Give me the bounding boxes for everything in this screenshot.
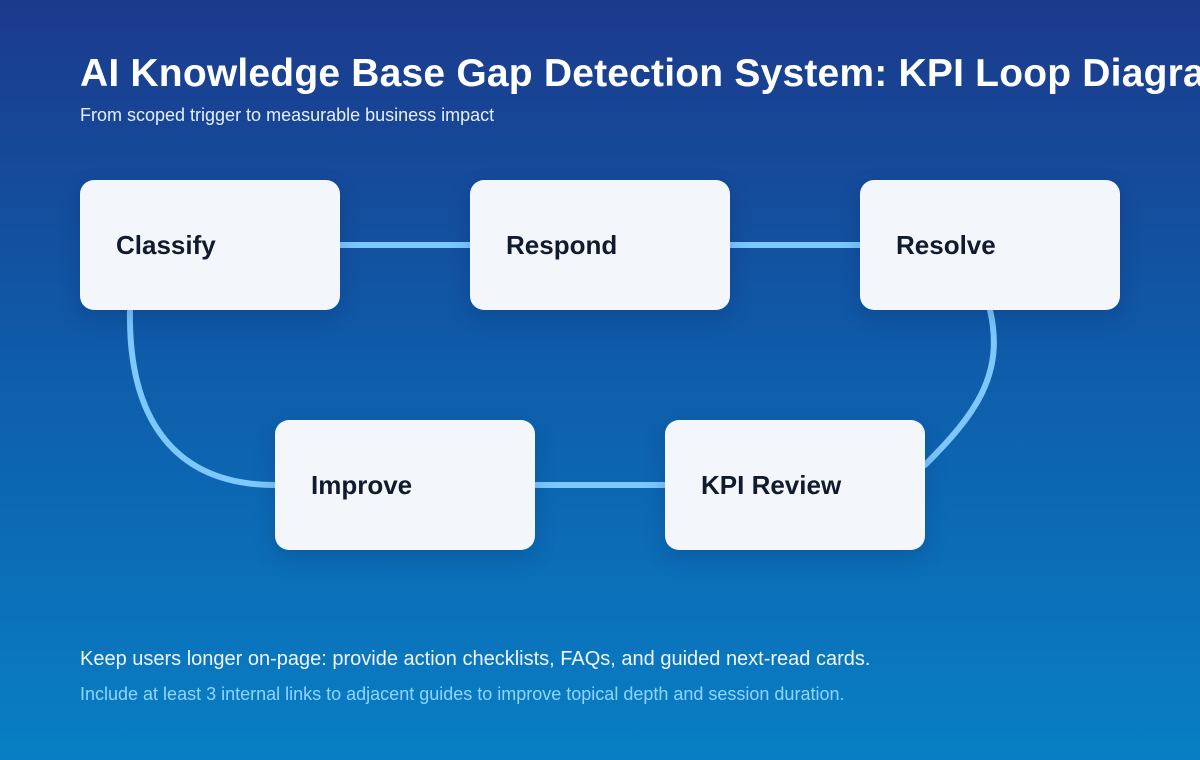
node-classify-label: Classify [116, 229, 216, 260]
node-resolve: Resolve [860, 180, 1120, 310]
connector-improve-classify [126, 307, 278, 488]
node-respond: Respond [470, 180, 730, 310]
node-resolve-label: Resolve [896, 229, 996, 260]
node-improve-label: Improve [311, 469, 413, 500]
page-title: AI Knowledge Base Gap Detection System: … [80, 52, 1200, 95]
connector-resolve-kpi-review [922, 307, 997, 468]
node-kpi-review-label: KPI Review [701, 469, 842, 500]
footer-note-text: Include at least 3 internal links to adj… [80, 684, 845, 704]
node-improve: Improve [275, 420, 535, 550]
node-classify: Classify [80, 180, 340, 310]
node-respond-label: Respond [506, 229, 618, 260]
footer-main-text: Keep users longer on-page: provide actio… [80, 648, 871, 670]
node-kpi-review: KPI Review [665, 420, 925, 550]
page-subtitle: From scoped trigger to measurable busine… [80, 105, 495, 125]
